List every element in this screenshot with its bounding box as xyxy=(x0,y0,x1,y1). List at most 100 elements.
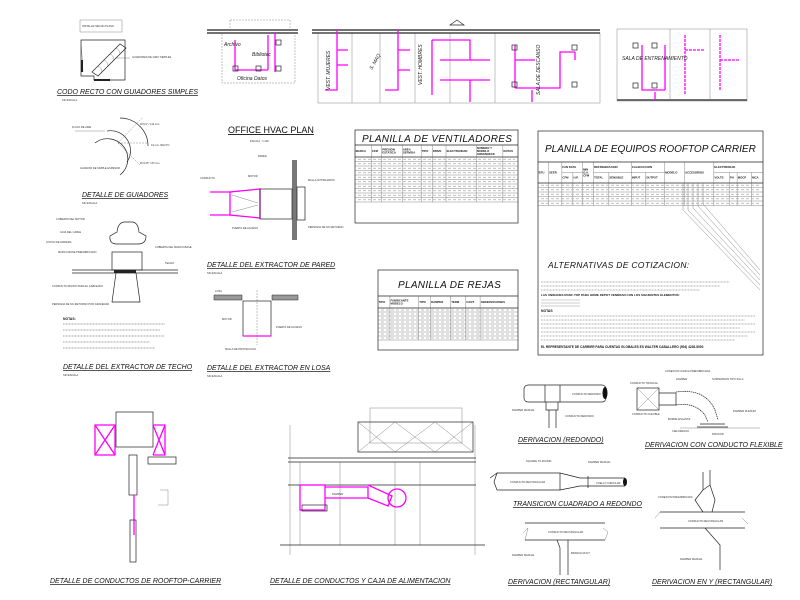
column-header: FAN DATA xyxy=(562,165,576,169)
callout-label: CONDUCTO RECTANGULAR xyxy=(548,530,583,534)
notes-title: NOTAS xyxy=(541,309,553,313)
rooftop-ductos-title: DETALLE DE CONDUCTOS DE ROOFTOP-CARRIER xyxy=(50,578,221,585)
callout-label: MALLA DE PROTECCION xyxy=(225,347,256,351)
column-header: CFM xyxy=(562,176,569,180)
callout-label: MOTOR xyxy=(222,317,232,321)
column-header: REFRIGERACION xyxy=(594,165,617,169)
column-header: VOLTS xyxy=(714,176,723,180)
extractor-techo-detail: CUBIERTA DEL MOTOR GUIA DEL CABLE LISTON… xyxy=(46,217,193,377)
column-header: MCA xyxy=(752,176,758,180)
callout-label: PUERTA DE ACCESO xyxy=(232,226,258,230)
column-header: TIPO xyxy=(379,300,386,304)
extractor-losa-detail: LOSA MOTOR PUERTA DE ACCESO MALLA DE PRO… xyxy=(207,289,331,378)
column-header: BTU xyxy=(539,170,545,174)
extractor-pared-detail: OFFICE HVAC PLAN ESCALA : 1:100 PARED CO… xyxy=(200,125,344,275)
radius-label: R=6.0" / 114 mm. xyxy=(140,122,160,126)
office-floor-plan: Archivo Bibliotec Oficina Datos xyxy=(207,19,298,84)
callout-label: DAMPER MANUAL xyxy=(512,408,535,412)
callout-label: PERSIANA DE NO RETORNO xyxy=(308,225,344,229)
room-label: Archivo xyxy=(223,42,241,48)
caja-alimentacion-detail: DAMPER DETALLE DE CONDUCTOS Y CAJA DE AL… xyxy=(270,407,485,585)
callout-label: CUBIERTA DEL MOTOR xyxy=(56,217,85,221)
radius-label: R=3.25" / 83 mm. xyxy=(140,161,160,165)
extractor-losa-title: DETALLE DEL EXTRACTOR EN LOSA xyxy=(207,365,331,372)
notes-title: NOTAS: xyxy=(63,317,76,321)
column-header: OUTPUT xyxy=(646,176,658,180)
scale-label: ESCALA : 1:100 xyxy=(250,139,269,143)
straight-label: 19 mm. RECTO xyxy=(151,143,169,147)
callout-label: SQUARE TO ROUND xyxy=(526,459,552,463)
rooftop-ductos-detail: DETALLE DE CONDUCTOS DE ROOFTOP-CARRIER xyxy=(50,411,221,585)
callout-label: BORDE AISLANTE xyxy=(668,417,691,421)
column-header: PRESION ESTATICA xyxy=(382,147,396,154)
derivacion-redondo-title: DERIVACION (REDONDO) xyxy=(518,437,604,444)
callout-label: SUSPENSION TIPO SILLA xyxy=(712,377,744,381)
callout-label: CONDUCTO REDONDO xyxy=(572,392,601,396)
scale-label: SIN ESCALA xyxy=(207,271,223,275)
table-title: PLANILLA DE VENTILADORES xyxy=(362,134,512,145)
office-hvac-plan-title: OFFICE HVAC PLAN xyxy=(228,125,314,135)
derivacion-y-detail: CONEXION PREFABRICADA CONDUCTO RECTANGUL… xyxy=(652,470,772,586)
scale-label: SIN ESCALA xyxy=(62,98,78,102)
column-header: H.P. xyxy=(573,176,578,180)
column-header: ELECTRICIDAD xyxy=(714,165,735,169)
column-header: MOCP xyxy=(738,176,747,180)
derivacion-rectangular-title: DERIVACION (RECTANGULAR) xyxy=(508,579,610,586)
column-header: TIPO xyxy=(419,300,426,304)
callout-label: BRANCH DUCT xyxy=(571,551,590,555)
transicion-title: TRANSICION CUADRADO A REDONDO xyxy=(513,501,643,508)
extractor-techo-title: DETALLE DEL EXTRACTOR DE TECHO xyxy=(63,364,193,371)
callout-label: CONDUCTO TRONCAL xyxy=(630,381,659,385)
callout-label: CONDUCTO FLEXIBLE xyxy=(632,412,660,416)
column-header: NOTAS xyxy=(503,149,513,153)
callout-label: CONDUCTO RIGIDO PARA EL CABLEADO xyxy=(52,284,103,288)
room-label: S. MAQ xyxy=(369,53,383,71)
callout-label: DAMPER MANUAL xyxy=(512,553,535,557)
codo-recto-detail: INSTALAR SEGUN PLANO GUIADORES DE GIRO S… xyxy=(57,19,198,102)
callout-label: MALLA ANTIPAJAROS xyxy=(308,178,335,182)
column-header: PH xyxy=(730,176,734,180)
callout-label: LISTON DE MADERA xyxy=(46,240,72,244)
derivacion-y-title: DERIVACION EN Y (RECTANGULAR) xyxy=(652,579,772,586)
caja-alimentacion-title: DETALLE DE CONDUCTOS Y CAJA DE ALIMENTAC… xyxy=(270,578,451,585)
codo-recto-title: CODO RECTO CON GUIADORES SIMPLES xyxy=(57,89,198,96)
column-header: AREA SERVIDA xyxy=(403,147,415,154)
damper-label: DAMPER xyxy=(332,492,343,496)
callout-label: DAMPER MANUAL xyxy=(588,460,611,464)
callout-label: CUBIERTA DEL MARCO-BASE xyxy=(155,245,192,249)
guide-label: GUIADOR DE SIMPLE ESPESOR xyxy=(80,166,120,170)
transicion-detail: SQUARE TO ROUND DAMPER MANUAL CONDUCTO R… xyxy=(489,459,643,508)
column-header: TERM. xyxy=(451,300,460,304)
derivacion-flexible-detail: CONEXION CONICA PREFABRICADA CONDUCTO TR… xyxy=(630,369,783,449)
elements-title: LAS UNIDADES ROOF-TOP PARA HOME DEPOT VE… xyxy=(541,293,680,297)
column-header: ELECTRICIDAD xyxy=(447,149,468,153)
column-header: SENSIBLE xyxy=(609,176,623,180)
room-label: Oficina Datos xyxy=(237,76,268,82)
callout-label: DAMPER MANUAL xyxy=(680,557,703,561)
derivacion-redondo-detail: CONDUCTO REDONDO DAMPER MANUAL CONDUCTO … xyxy=(512,384,608,444)
table-title: PLANILLA DE EQUIPOS ROOFTOP CARRIER xyxy=(545,144,756,155)
callout-label: CONDUCTO RECTANGULAR xyxy=(688,519,723,523)
callout-label: MOTOR xyxy=(248,174,258,178)
callout-label: PERSIANA DE NO-RETORNO POR GRAVEDAD xyxy=(52,302,109,306)
right-floor-plan: SALA DE ENTRENAMIENTO xyxy=(616,28,748,102)
extractor-pared-title: DETALLE DEL EXTRACTOR DE PARED xyxy=(207,262,335,269)
column-header: DRIVE xyxy=(433,149,442,153)
column-header: MARCA xyxy=(356,149,366,153)
column-header: TIPO xyxy=(422,149,429,153)
column-header: CALEFACCION xyxy=(632,165,652,169)
planilla-rooftop-table: PLANILLA DE EQUIPOS ROOFTOP CARRIER ALTE… xyxy=(537,130,764,356)
representative-note: EL REPRESENTANTE DE CARRIER PARA CUENTAS… xyxy=(541,345,704,349)
callout-label: MARCO-BASE PREFABRICADO xyxy=(58,250,96,254)
alternatives-title: ALTERNATIVAS DE COTIZACION: xyxy=(547,260,690,270)
column-header: DAMPER xyxy=(431,300,443,304)
column-header: NUMERO Y MODELO GREENHECK xyxy=(477,146,495,156)
column-header: MODELO xyxy=(665,170,678,174)
scale-label: SIN ESCALA xyxy=(207,374,223,378)
column-header: INPUT xyxy=(632,176,641,180)
column-header: TOTAL xyxy=(594,176,603,180)
callout-label: CONEXION CONICA PREFABRICADA xyxy=(665,369,711,373)
